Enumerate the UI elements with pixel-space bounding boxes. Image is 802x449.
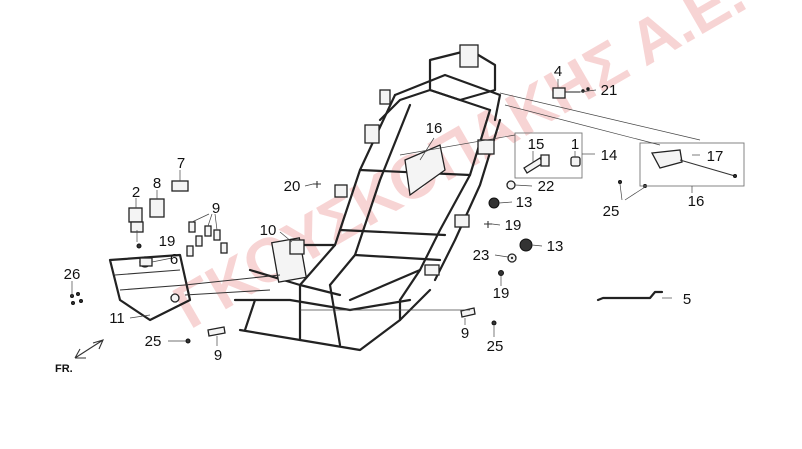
callout-1: 1 bbox=[571, 136, 579, 153]
callout-26: 26 bbox=[64, 266, 81, 283]
callout-19-top: 20 bbox=[284, 178, 301, 195]
callout-13-mid: 13 bbox=[547, 238, 564, 255]
group-box-14 bbox=[514, 132, 583, 179]
callout-16: 16 bbox=[688, 193, 705, 210]
callout-6: 7 bbox=[177, 155, 185, 172]
front-label: FR. bbox=[55, 363, 73, 375]
callout-24: 23 bbox=[473, 247, 490, 264]
callout-9-right: 9 bbox=[461, 325, 469, 342]
callout-23: 22 bbox=[538, 178, 555, 195]
callout-15: 15 bbox=[528, 136, 545, 153]
callout-14: 14 bbox=[601, 147, 618, 164]
group-box-16 bbox=[639, 142, 745, 187]
small-parts bbox=[70, 87, 737, 344]
callout-20: 19 bbox=[493, 285, 510, 302]
callout-8: 8 bbox=[153, 175, 161, 192]
leader-lines bbox=[71, 79, 700, 346]
callout-18: 16 bbox=[426, 120, 443, 137]
callout-22: 21 bbox=[601, 82, 618, 99]
callout-19-mid: 19 bbox=[505, 217, 522, 234]
callout-17: 17 bbox=[707, 148, 724, 165]
part-8 bbox=[149, 198, 165, 218]
callout-12: 11 bbox=[109, 310, 125, 327]
callout-labels: 2 8 7 9 19 6 26 11 25 9 10 20 16 4 21 15… bbox=[64, 63, 724, 364]
callout-13-top: 13 bbox=[516, 194, 533, 211]
callout-4: 4 bbox=[554, 63, 562, 80]
callout-5: 6 bbox=[170, 251, 178, 268]
front-direction-indicator: FR. bbox=[55, 339, 104, 375]
callout-21: 19 bbox=[159, 233, 176, 250]
callout-2: 2 bbox=[132, 184, 140, 201]
part-2 bbox=[128, 207, 143, 223]
callout-10: 5 bbox=[683, 291, 691, 308]
callout-25-right-bottom: 25 bbox=[487, 338, 504, 355]
callout-7: 9 bbox=[212, 200, 220, 217]
part-5 bbox=[139, 257, 153, 267]
projection-lines bbox=[300, 92, 701, 311]
callout-25-right-top: 25 bbox=[603, 203, 620, 220]
callout-9-left: 9 bbox=[214, 347, 222, 364]
callout-25-left: 25 bbox=[145, 333, 162, 350]
front-arrow-icon bbox=[74, 339, 104, 359]
callout-11: 10 bbox=[260, 222, 277, 239]
part-6 bbox=[171, 180, 189, 192]
